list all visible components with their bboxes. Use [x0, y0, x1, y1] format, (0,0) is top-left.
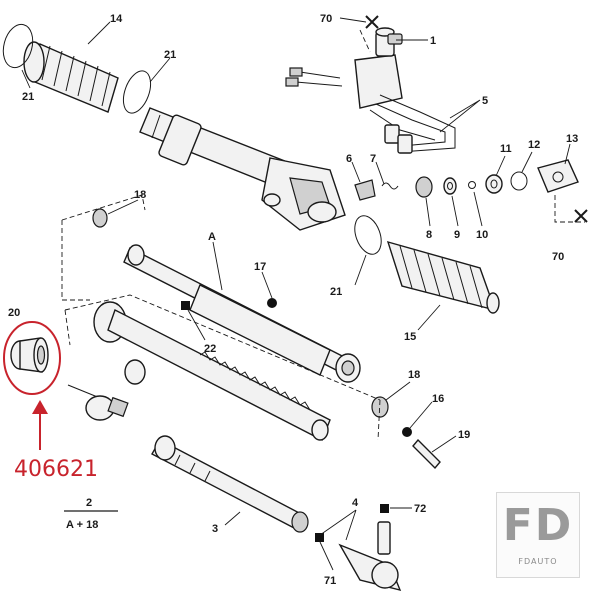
callout-5: 5	[482, 95, 488, 107]
tie-rod-end	[338, 504, 402, 592]
left-bellows-boot	[23, 41, 119, 113]
callout-71: 71	[324, 575, 336, 587]
hydraulic-pipes	[285, 67, 456, 154]
marker-22	[181, 301, 190, 310]
callout-13: 13	[566, 133, 578, 145]
callout-10: 10	[476, 229, 488, 241]
clamp-ring-21-upper	[122, 70, 152, 114]
tie-rod	[151, 435, 309, 533]
adjuster-8	[415, 176, 433, 198]
callout-72: 72	[414, 503, 426, 515]
highlight-part-number: 406621	[14, 457, 98, 482]
callout-22: 22	[204, 343, 216, 355]
watermark-logo: FD FDAUTO	[496, 492, 580, 578]
callout-70-right: 70	[552, 251, 564, 263]
highlight-circle	[3, 321, 61, 395]
plunger-6	[354, 179, 376, 201]
note-numerator: 2	[86, 497, 92, 509]
callout-12: 12	[528, 139, 540, 151]
watermark-logo-text: FD	[502, 500, 574, 551]
clip-10	[468, 181, 476, 189]
cross-marker-70-right	[574, 209, 588, 223]
nut-11	[485, 174, 503, 194]
callout-7: 7	[370, 153, 376, 165]
rack-piston	[93, 301, 331, 441]
callout-A: A	[208, 231, 216, 243]
leader-70-right	[554, 195, 585, 223]
callout-1: 1	[430, 35, 436, 47]
callout-21-left: 21	[22, 91, 34, 103]
marker-71	[315, 533, 324, 542]
valve-body	[354, 27, 403, 109]
callout-19: 19	[458, 429, 470, 441]
leader-lines	[21, 17, 571, 571]
callout-18-right: 18	[408, 369, 420, 381]
callout-3: 3	[212, 523, 218, 535]
cross-marker-70-top	[365, 15, 379, 29]
callout-17: 17	[254, 261, 266, 273]
inner-ball-joint-18-left	[92, 208, 108, 228]
pinion-seal	[67, 384, 129, 421]
callout-6: 6	[346, 153, 352, 165]
inner-ball-joint-18-right	[371, 396, 389, 418]
group-2-bracket	[64, 294, 381, 441]
callout-14: 14	[110, 13, 123, 25]
callout-11: 11	[500, 143, 512, 155]
callout-4: 4	[352, 497, 359, 509]
callout-9: 9	[454, 229, 460, 241]
callout-8: 8	[426, 229, 432, 241]
group-a-bracket-left	[61, 220, 90, 301]
bush-20	[10, 337, 49, 373]
rack-bar	[123, 244, 361, 383]
group-a-bracket-top	[61, 194, 146, 221]
leader-70-top	[359, 29, 371, 53]
highlight-arrow-head	[32, 400, 48, 414]
cover-13	[537, 159, 579, 193]
clamp-ring-21-right	[354, 215, 382, 255]
right-bellows-boot	[386, 240, 500, 314]
note-denominator: A + 18	[66, 519, 98, 531]
seal-12	[510, 171, 528, 191]
callout-15: 15	[404, 331, 416, 343]
rack-housing	[139, 107, 346, 231]
callout-70-top: 70	[320, 13, 332, 25]
callout-21-upper: 21	[164, 49, 176, 61]
callout-18-left: 18	[134, 189, 146, 201]
callout-21-right: 21	[330, 286, 342, 298]
washer-9	[443, 177, 457, 195]
marker-72	[380, 504, 389, 513]
clamp-ring-21-left	[2, 23, 34, 69]
callout-20: 20	[8, 307, 20, 319]
marker-17	[267, 298, 277, 308]
spring-7	[381, 182, 399, 190]
callout-16: 16	[432, 393, 444, 405]
marker-16	[402, 427, 412, 437]
watermark-brand-text: FDAUTO	[518, 557, 558, 566]
bolt-19	[412, 438, 441, 470]
